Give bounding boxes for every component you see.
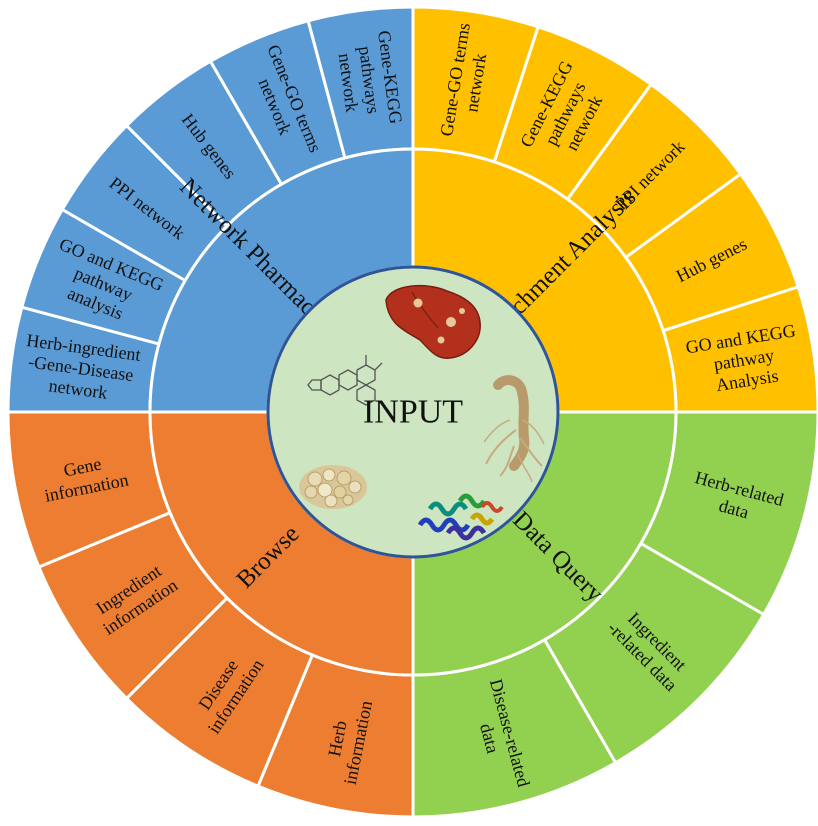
segment-data-query-3: Disease-relateddata <box>411 637 618 819</box>
segment-network-pharmacology-1: Herb-ingredient-Gene-Diseasenetwork <box>6 305 161 414</box>
segment-network-pharmacology-6: Gene-KEGGpathwaysnetwork <box>306 5 415 160</box>
segment-browse-4: Geneinformation <box>6 410 172 569</box>
segment-enrichment-analysis-1: Gene-GO termsnetwork <box>411 5 541 164</box>
chemical-structure-icon <box>307 355 383 406</box>
ginseng-root-icon <box>483 375 545 483</box>
liver-organ-icon <box>385 285 481 359</box>
segment-enrichment-analysis-2: Gene-KEGGpathwaysnetwork <box>492 24 654 202</box>
protein-structure-icon <box>417 493 504 541</box>
quadrant-browse: Browse <box>148 410 415 677</box>
segment-browse-2: Diseaseinformation <box>124 595 315 789</box>
quadrant-enrichment-analysis: Enrichment Analysis <box>411 147 678 414</box>
center-title: INPUT <box>363 394 463 431</box>
segment-network-pharmacology-5: Gene-GO termsnetwork <box>208 18 347 187</box>
segment-label: Gene-KEGGpathwaysnetwork <box>332 29 406 130</box>
herbal-slices-icon <box>299 465 367 509</box>
center-hub: INPUT <box>266 265 560 559</box>
